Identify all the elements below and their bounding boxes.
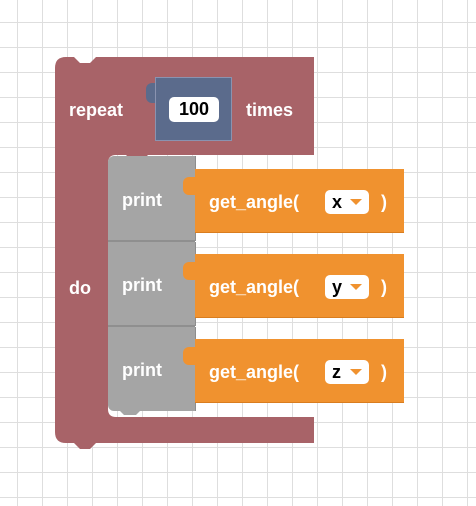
- print-2-connector: [183, 262, 195, 280]
- block-separator: [108, 325, 195, 327]
- do-keyword: do: [69, 278, 91, 298]
- get-angle-block-2[interactable]: [195, 254, 404, 318]
- get-angle-block-3[interactable]: [195, 339, 404, 403]
- block-separator: [108, 240, 195, 242]
- triangle-down-icon: [350, 284, 362, 290]
- print-keyword-1: print: [122, 190, 162, 210]
- close-paren-3: ): [381, 362, 387, 382]
- axis-dropdown-1[interactable]: x: [325, 190, 369, 214]
- axis-value-1: x: [332, 192, 343, 212]
- print-3-connector: [183, 347, 195, 365]
- print-keyword-3: print: [122, 360, 162, 380]
- repeat-count-field[interactable]: 100: [169, 97, 219, 122]
- repeat-block-body: [55, 57, 314, 449]
- triangle-down-icon: [350, 369, 362, 375]
- print-1-connector: [183, 177, 195, 195]
- get-angle-label-1: get_angle(: [209, 192, 300, 212]
- get-angle-label-3: get_angle(: [209, 362, 300, 382]
- print-block-1[interactable]: [108, 156, 196, 241]
- close-paren-2: ): [381, 277, 387, 297]
- print-block-3[interactable]: [108, 327, 196, 411]
- times-keyword: times: [246, 100, 294, 120]
- axis-dropdown-3[interactable]: z: [325, 360, 369, 384]
- get-angle-label-2: get_angle(: [209, 277, 300, 297]
- axis-dropdown-2[interactable]: y: [325, 275, 369, 299]
- print-block-2[interactable]: [108, 242, 196, 326]
- close-paren-1: ): [381, 192, 387, 212]
- get-angle-block-1[interactable]: [195, 169, 404, 233]
- axis-value-2: y: [332, 277, 343, 297]
- repeat-keyword: repeat: [69, 100, 124, 120]
- triangle-down-icon: [350, 199, 362, 205]
- axis-value-3: z: [332, 362, 341, 382]
- print-keyword-2: print: [122, 275, 162, 295]
- print-bottom-tab: [118, 409, 142, 415]
